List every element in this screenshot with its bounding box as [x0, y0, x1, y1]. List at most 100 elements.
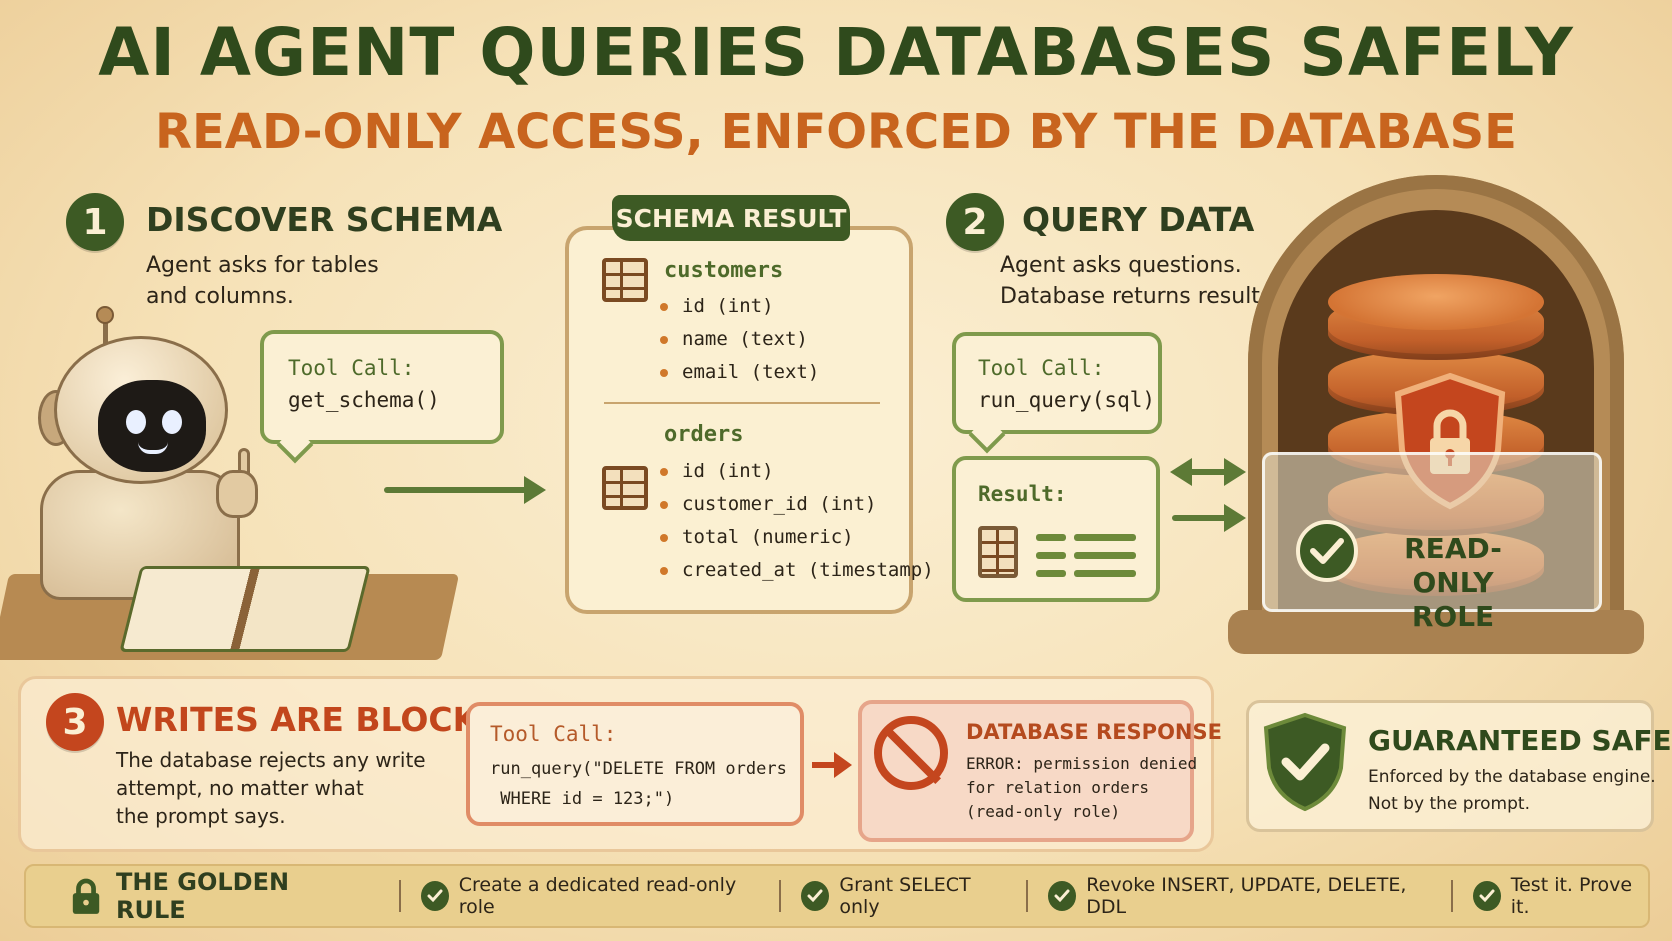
column-item: name (text) [660, 323, 819, 356]
robot-antenna-tip [96, 306, 114, 324]
arrow-shaft [1188, 469, 1230, 475]
step-2-desc-line2: Database returns results. [1000, 284, 1279, 309]
response-line2: for relation orders [966, 778, 1150, 797]
delete-query-line2: WHERE id = 123;") [490, 789, 675, 809]
tool-call-code: run_query(sql) [978, 388, 1156, 412]
robot-face [98, 380, 206, 472]
database-response-text: ERROR: permission denied for relation or… [966, 752, 1197, 824]
robot-smile [138, 442, 168, 454]
column-item: id (int) [660, 290, 819, 323]
check-icon [1472, 881, 1501, 911]
rule-item-text: Revoke INSERT, UPDATE, DELETE, DDL [1086, 874, 1407, 918]
step-3-desc-line3: the prompt says. [116, 804, 286, 828]
main-title: AI AGENT QUERIES DATABASES SAFELY [98, 14, 1574, 91]
separator [398, 880, 401, 912]
step-3-desc-line1: The database rejects any write [116, 748, 426, 772]
tool-call-label: Tool Call: [978, 356, 1105, 380]
result-line [1074, 552, 1136, 559]
column-item: email (text) [660, 356, 819, 389]
step-1-badge: 1 [66, 193, 124, 251]
schema-divider [604, 402, 880, 404]
result-line [1074, 570, 1136, 577]
check-icon [1048, 881, 1077, 911]
rule-item: Grant SELECT only [801, 874, 1006, 918]
column-item: created_at (timestamp) [660, 554, 934, 587]
result-label: Result: [978, 482, 1067, 506]
step-3-desc: The database rejects any write attempt, … [116, 746, 426, 830]
guaranteed-safe-title: GUARANTEED SAFE [1368, 724, 1672, 757]
separator [779, 880, 782, 912]
arrow-shaft [384, 487, 530, 493]
open-book-icon [119, 566, 371, 652]
step-2-badge: 2 [946, 193, 1004, 251]
tool-call-label: Tool Call: [490, 722, 617, 746]
rule-item-text: Create a dedicated read-only role [458, 874, 737, 918]
rule-item-text: Test it. Prove it. [1510, 874, 1633, 918]
table-name-customers: customers [664, 258, 784, 283]
rule-item: Create a dedicated read-only role [420, 874, 760, 918]
column-item: customer_id (int) [660, 488, 934, 521]
result-line [1036, 534, 1066, 541]
step-2-desc-line1: Agent asks questions. [1000, 253, 1242, 278]
check-icon [801, 881, 830, 911]
safe-line2: Not by the prompt. [1368, 794, 1530, 814]
read-only-role-label: READ-ONLY ROLE [1368, 532, 1538, 634]
arrow-left-icon [1170, 458, 1192, 486]
robot-eye-left [126, 410, 146, 434]
result-panel: Result: [952, 456, 1160, 602]
delete-query-line1: run_query("DELETE FROM orders [490, 759, 787, 779]
rule-item: Test it. Prove it. [1472, 874, 1648, 918]
guaranteed-safe-desc: Enforced by the database engine. Not by … [1368, 764, 1656, 818]
rule-item-text: Grant SELECT only [839, 874, 971, 918]
arrow-right-icon [1224, 458, 1246, 486]
step-3-desc-line2: attempt, no matter what [116, 776, 364, 800]
arrow-shaft [1172, 515, 1228, 521]
robot-hand [216, 470, 258, 518]
delete-tool-call-box: Tool Call: run_query("DELETE FROM orders… [466, 702, 804, 826]
table-icon [602, 466, 648, 510]
step-2-desc: Agent asks questions. Database returns r… [1000, 250, 1278, 312]
separator [1026, 880, 1029, 912]
step-1-desc-line1: Agent asks for tables [146, 253, 379, 278]
tool-call-code: get_schema() [288, 388, 440, 412]
result-line [1036, 570, 1066, 577]
red-arrow-right-icon [834, 752, 852, 778]
golden-rule-bar: THE GOLDEN RULE Create a dedicated read-… [24, 864, 1650, 928]
check-icon [1296, 520, 1358, 582]
step-1-desc-line2: and columns. [146, 284, 294, 309]
plinth [1228, 610, 1644, 654]
arrow-right-icon [524, 476, 546, 504]
golden-rule-title: THE GOLDEN RULE [116, 868, 290, 924]
step-2-title: QUERY DATA [1022, 200, 1255, 239]
robot-antenna [103, 318, 108, 344]
orders-columns: id (int) customer_id (int) total (numeri… [660, 455, 934, 587]
separator [1450, 880, 1453, 912]
arrow-shaft [812, 762, 838, 768]
column-item: id (int) [660, 455, 934, 488]
tool-call-bubble-schema: Tool Call: get_schema() [260, 330, 504, 444]
column-item: total (numeric) [660, 521, 934, 554]
customers-columns: id (int) name (text) email (text) [660, 290, 819, 389]
schema-result-tag: SCHEMA RESULT [612, 195, 850, 241]
lock-icon [72, 878, 100, 914]
table-icon [602, 258, 648, 302]
result-line [1074, 534, 1136, 541]
read-only-role-line2: ROLE [1411, 600, 1495, 633]
arrow-right-icon [1224, 504, 1246, 532]
shield-check-icon [1263, 712, 1347, 812]
check-icon [420, 881, 449, 911]
database-top [1328, 274, 1544, 330]
result-line [1036, 552, 1066, 559]
prohibited-icon [874, 716, 948, 790]
tool-call-label: Tool Call: [288, 356, 415, 380]
table-name-orders: orders [664, 422, 744, 447]
database-response-title: DATABASE RESPONSE [966, 720, 1222, 744]
step-1-desc: Agent asks for tables and columns. [146, 250, 379, 312]
safe-line1: Enforced by the database engine. [1368, 767, 1656, 787]
response-line1: ERROR: permission denied [966, 754, 1198, 773]
step-1-title: DISCOVER SCHEMA [146, 200, 503, 239]
rule-item: Revoke INSERT, UPDATE, DELETE, DDL [1048, 874, 1431, 918]
subtitle: READ-ONLY ACCESS, ENFORCED BY THE DATABA… [155, 104, 1517, 160]
step-3-title: WRITES ARE BLOCKED [116, 700, 529, 739]
read-only-role-line1: READ-ONLY [1404, 532, 1502, 599]
